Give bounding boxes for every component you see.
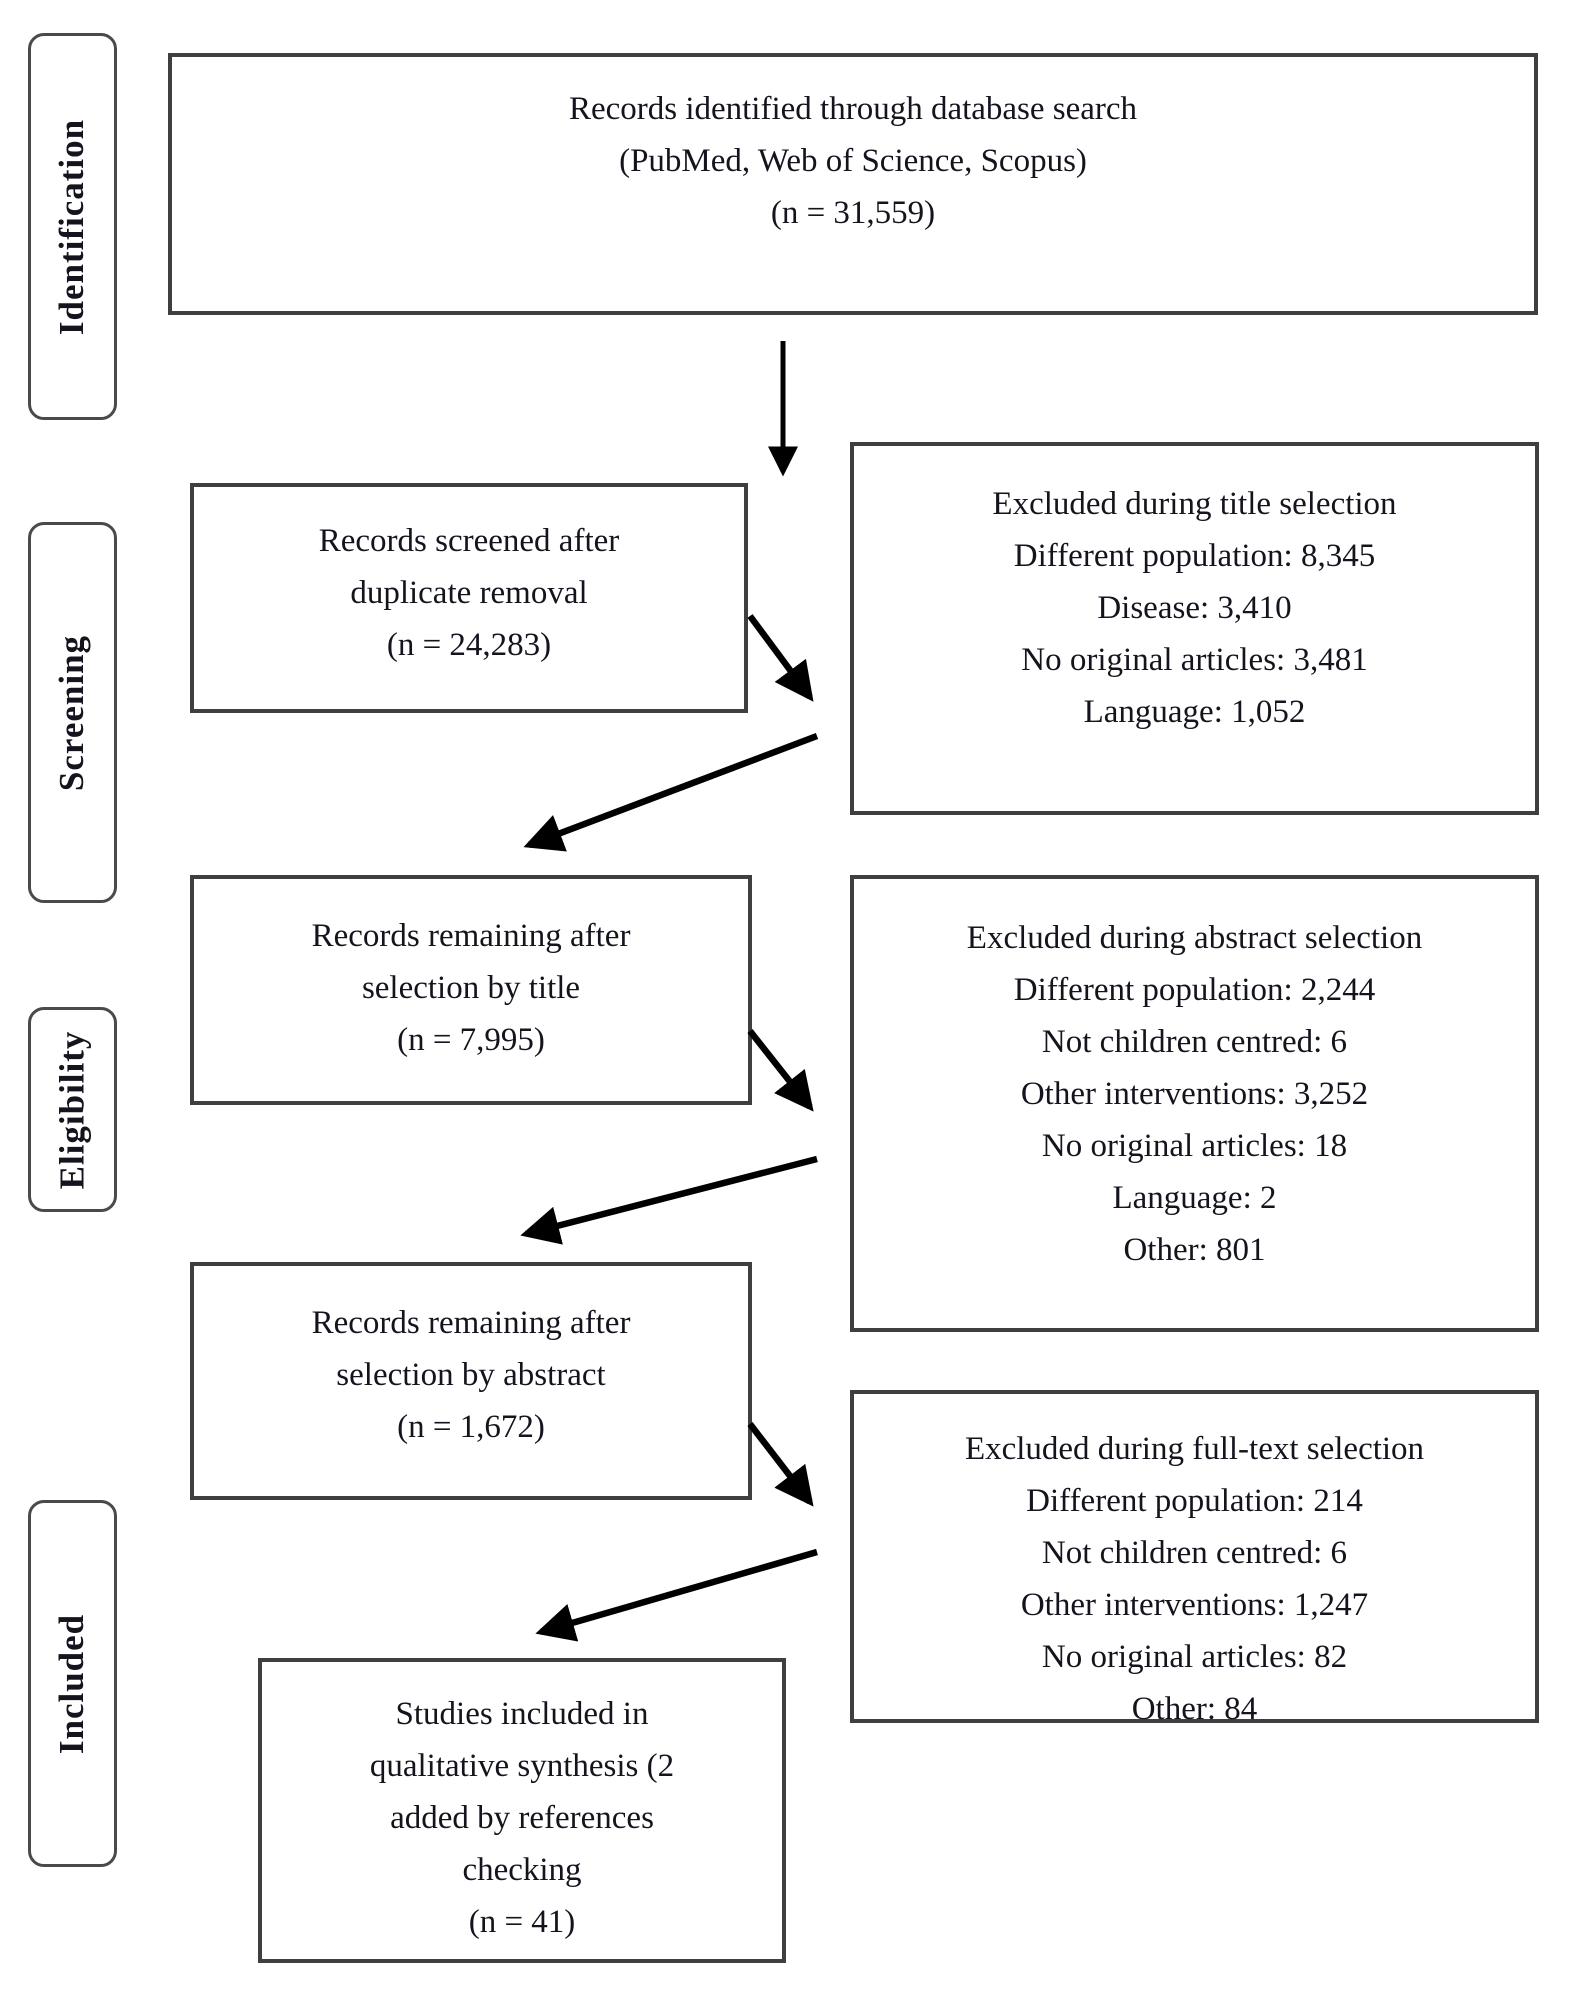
- text-line: Excluded during full-text selection: [964, 1431, 1425, 1467]
- arrow-title-remaining-to-excluded-abstract: [747, 1028, 814, 1112]
- box-remaining-after-title: Records remaining after selection by titl…: [190, 875, 752, 1105]
- text-line: Other interventions: 1,247: [1020, 1587, 1369, 1623]
- stage-label-eligibility: Eligibility: [28, 1007, 117, 1212]
- text-line: selection by abstract: [336, 1357, 606, 1393]
- text-line: (n = 24,283): [386, 627, 552, 663]
- text-line: (n = 1,672): [397, 1409, 545, 1445]
- text-line: Other: 84: [1131, 1691, 1258, 1727]
- text-line: Different population: 214: [1026, 1483, 1363, 1519]
- arrow-to-remaining-after-title: [523, 732, 819, 852]
- text-line: No original articles: 18: [1041, 1128, 1348, 1164]
- text-line: Language: 1,052: [1083, 694, 1306, 730]
- text-line: No original articles: 82: [1041, 1639, 1348, 1675]
- arrow-abstract-remaining-to-excluded-fulltext: [747, 1422, 814, 1507]
- box-remaining-after-abstract: Records remaining after selection by abst…: [190, 1262, 752, 1500]
- text-line: Disease: 3,410: [1097, 590, 1292, 626]
- text-line: Different population: 2,244: [1013, 972, 1376, 1008]
- box-records-screened: Records screened after duplicate removal (…: [190, 483, 748, 713]
- arrow-to-remaining-after-abstract: [520, 1155, 818, 1245]
- text-line: selection by title: [361, 970, 581, 1006]
- text-line: (PubMed, Web of Science, Scopus): [619, 143, 1087, 179]
- stage-label-included: Included: [28, 1500, 117, 1867]
- text-line: added by references: [390, 1800, 654, 1836]
- arrow-to-studies-included: [535, 1548, 818, 1642]
- text-line: duplicate removal: [350, 575, 588, 611]
- text-line: Studies included in: [395, 1696, 649, 1732]
- box-records-identified: Records identified through database sear…: [168, 53, 1538, 315]
- stage-label-identification: Identification: [28, 33, 117, 420]
- text-line: Not children centred: 6: [1041, 1535, 1348, 1571]
- text-line: Excluded during abstract selection: [966, 920, 1423, 956]
- stage-label-text: Screening: [52, 634, 92, 791]
- text-line: qualitative synthesis (2: [369, 1748, 675, 1784]
- text-line: Not children centred: 6: [1041, 1024, 1348, 1060]
- text-line: Excluded during title selection: [992, 486, 1397, 522]
- text-line: Records identified through database sear…: [568, 91, 1138, 127]
- text-line: Records screened after: [318, 523, 620, 559]
- arrow-screened-to-excluded-title: [747, 614, 814, 702]
- text-line: Other interventions: 3,252: [1020, 1076, 1369, 1112]
- stage-label-text: Identification: [52, 118, 92, 335]
- text-line: Language: 2: [1112, 1180, 1277, 1216]
- text-line: Different population: 8,345: [1013, 538, 1376, 574]
- text-line: (n = 7,995): [397, 1022, 545, 1058]
- text-line: checking: [462, 1852, 582, 1888]
- stage-label-text: Eligibility: [52, 1030, 92, 1189]
- text-line: (n = 31,559): [770, 195, 936, 231]
- stage-label-text: Included: [52, 1613, 92, 1754]
- text-line: Other: 801: [1123, 1232, 1266, 1268]
- stage-label-screening: Screening: [28, 522, 117, 903]
- text-line: (n = 41): [468, 1904, 576, 1940]
- text-line: No original articles: 3,481: [1021, 642, 1368, 678]
- text-line: Records remaining after: [311, 1305, 631, 1341]
- text-line: Records remaining after: [311, 918, 631, 954]
- box-studies-included: Studies included in qualitative synthesis…: [258, 1658, 786, 1963]
